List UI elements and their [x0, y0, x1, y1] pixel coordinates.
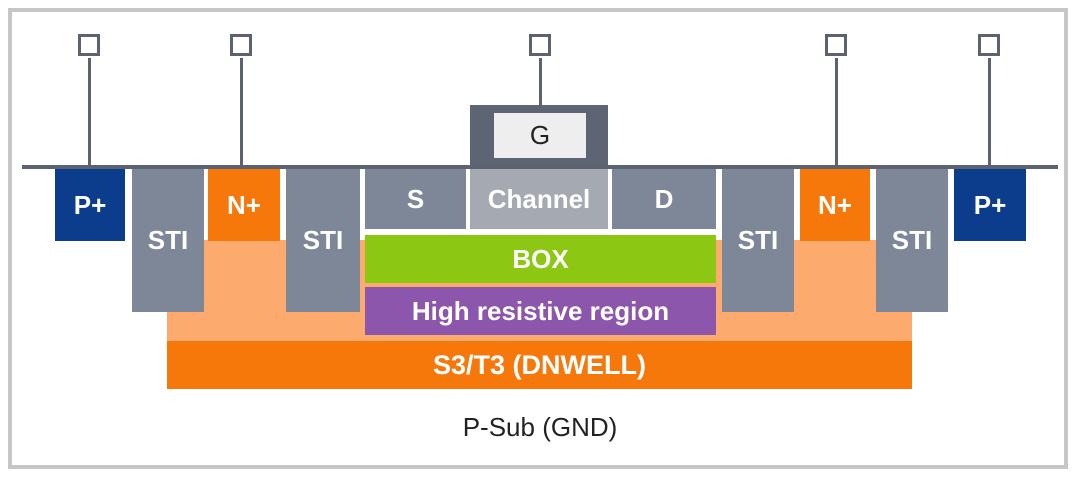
- dnwell-region: S3/T3 (DNWELL): [167, 341, 912, 389]
- p-plus-left: P+: [55, 169, 125, 241]
- sti-3-label: STI: [737, 225, 779, 255]
- high-resistive-region: High resistive region: [365, 287, 716, 335]
- n-plus-right-label: N+: [818, 189, 852, 220]
- pad-pplus-left: [78, 34, 100, 56]
- source-label: S: [406, 183, 425, 214]
- sti-1-label: STI: [147, 225, 189, 255]
- n-plus-left-label: N+: [227, 189, 261, 220]
- sti-2-label: STI: [302, 225, 344, 255]
- n-plus-right: N+: [800, 169, 870, 241]
- sti-2: STI: [286, 169, 360, 312]
- pad-nplus-left: [230, 34, 252, 56]
- pad-pplus-right: [978, 34, 1000, 56]
- wire-pplus-right: [988, 58, 991, 168]
- wire-gate: [539, 58, 542, 108]
- wire-nplus-left: [240, 58, 243, 168]
- sti-1: STI: [132, 169, 204, 312]
- gate-label: G: [529, 120, 551, 150]
- sti-4-label: STI: [891, 225, 933, 255]
- pad-nplus-right: [825, 34, 847, 56]
- pad-gate: [529, 34, 551, 56]
- p-plus-left-label: P+: [73, 189, 107, 220]
- source-region: S: [365, 169, 466, 229]
- substrate-label: P-Sub (GND): [462, 412, 618, 442]
- sti-3: STI: [722, 169, 794, 312]
- p-plus-right: P+: [954, 169, 1026, 241]
- n-plus-left: N+: [208, 169, 280, 241]
- channel-label: Channel: [487, 183, 591, 214]
- p-plus-right-label: P+: [973, 189, 1007, 220]
- box-region: BOX: [365, 235, 716, 283]
- surface-line: [22, 165, 1058, 169]
- wire-pplus-left: [88, 58, 91, 168]
- drain-region: D: [612, 169, 716, 229]
- channel-region: Channel: [470, 169, 608, 229]
- box-label: BOX: [512, 243, 569, 274]
- gate-contact: G: [494, 113, 586, 158]
- wire-nplus-right: [835, 58, 838, 168]
- high-resistive-label: High resistive region: [411, 295, 670, 326]
- drain-label: D: [654, 183, 674, 214]
- sti-4: STI: [876, 169, 948, 312]
- dnwell-label: S3/T3 (DNWELL): [433, 349, 646, 380]
